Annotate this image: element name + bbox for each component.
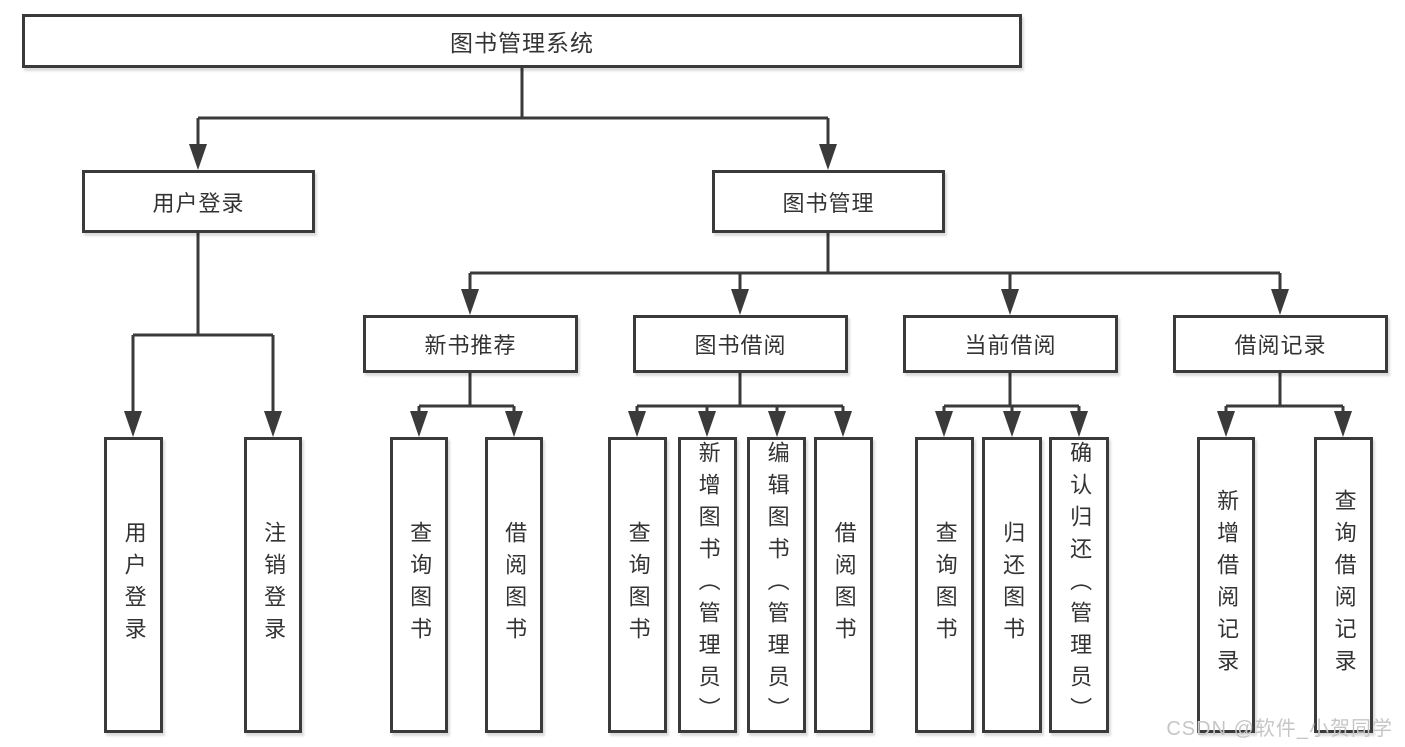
node-new-book-recommend: 新书推荐 (363, 315, 578, 373)
node-user-login: 用户登录 (82, 170, 315, 233)
node-user-login-leaf: 用户登录 (104, 437, 163, 733)
node-book-management: 图书管理 (712, 170, 945, 233)
node-add-borrow-record: 新增借阅记录 (1197, 437, 1255, 733)
watermark: CSDN @软件_小贺同学 (1166, 718, 1393, 740)
node-return-book: 归还图书 (982, 437, 1042, 733)
node-edit-book-admin: 编辑图书（管理员） (747, 437, 806, 733)
node-root: 图书管理系统 (22, 14, 1022, 68)
node-borrow-books-leaf: 借阅图书 (814, 437, 873, 733)
node-logout-leaf: 注销登录 (244, 437, 302, 733)
node-query-books-borrowing: 查询图书 (608, 437, 667, 733)
connector-lines (131, 68, 1345, 413)
node-book-borrowing: 图书借阅 (633, 315, 848, 373)
node-query-books-recommend: 查询图书 (390, 437, 448, 733)
arrowheads (124, 144, 1352, 437)
node-query-borrow-record: 查询借阅记录 (1314, 437, 1373, 733)
node-borrowing-records: 借阅记录 (1173, 315, 1388, 373)
node-query-books-current: 查询图书 (915, 437, 974, 733)
node-borrow-books-recommend: 借阅图书 (485, 437, 543, 733)
node-confirm-return-admin: 确认归还（管理员） (1049, 437, 1109, 733)
node-add-book-admin: 新增图书（管理员） (678, 437, 737, 733)
node-current-borrowing: 当前借阅 (903, 315, 1118, 373)
